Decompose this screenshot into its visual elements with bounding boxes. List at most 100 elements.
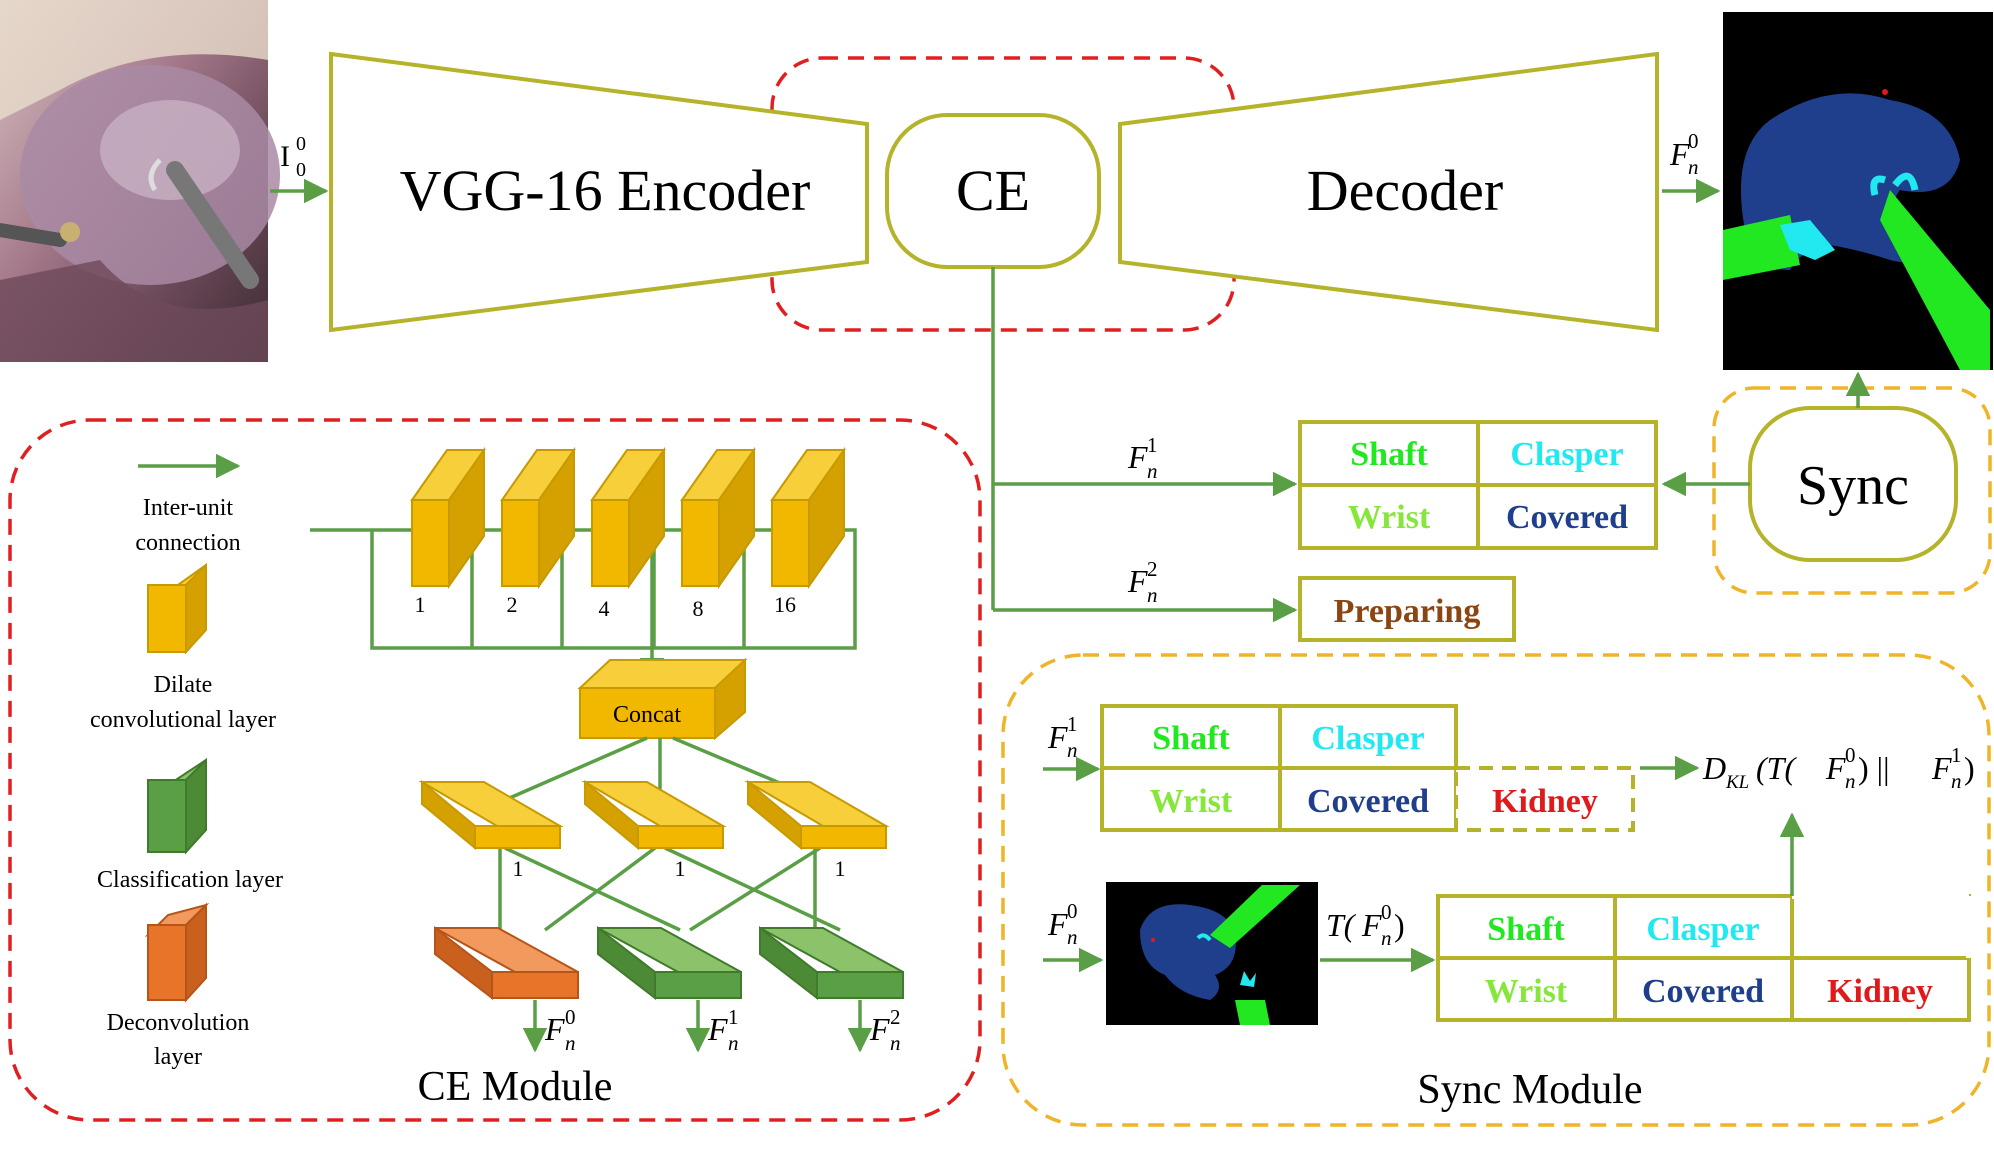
sync-segmentation-thumbnail (1106, 882, 1318, 1025)
svg-text:n: n (1147, 583, 1158, 607)
encoder-label: VGG-16 Encoder (400, 158, 811, 223)
dilate-layer-8 (680, 446, 756, 590)
svg-text:1: 1 (1147, 433, 1158, 457)
branch-rate-3: 1 (835, 856, 846, 881)
svg-text:Classification layer: Classification layer (97, 867, 283, 893)
svg-text:2: 2 (890, 1005, 901, 1029)
transformed-class-table: Shaft Clasper Wrist Covered Kidney (1436, 893, 1972, 1022)
svg-text:n: n (1067, 738, 1078, 762)
sync-module-title: Sync Module (1417, 1067, 1642, 1113)
encoder-block: VGG-16 Encoder (329, 51, 869, 333)
svg-text:F: F (1361, 907, 1382, 943)
ce-block: CE (885, 113, 1101, 269)
svg-text:) ||: ) || (1858, 750, 1889, 786)
concat-label: Concat (613, 702, 681, 728)
svg-text:Covered: Covered (1307, 783, 1429, 820)
svg-text:Clasper: Clasper (1646, 911, 1759, 948)
svg-text:Dilate: Dilate (154, 672, 213, 698)
legend-classification-cube-icon (147, 757, 207, 855)
branch-rate-1: 1 (513, 856, 524, 881)
classification-layer-2 (759, 925, 904, 1001)
input-image (0, 0, 280, 362)
svg-text:n: n (1951, 769, 1962, 793)
f1-class-table: Shaft Clasper Wrist Covered (1298, 420, 1658, 550)
svg-text:F: F (1669, 136, 1690, 172)
transform-label: T( F 0 n ) (1326, 900, 1405, 950)
svg-text:Deconvolution: Deconvolution (107, 1010, 250, 1036)
ce-branch-lines (991, 267, 1298, 623)
svg-text:Inter-unit: Inter-unit (143, 495, 233, 521)
legend-deconvolution-cube-icon (144, 902, 210, 1003)
svg-text:): ) (1394, 907, 1405, 943)
svg-text:): ) (1964, 750, 1975, 786)
svg-text:Wrist: Wrist (1485, 973, 1568, 1010)
svg-text:0: 0 (1067, 899, 1078, 923)
svg-text:(T(: (T( (1756, 750, 1797, 786)
class-shaft: Shaft (1350, 436, 1428, 473)
class-preparing: Preparing (1334, 593, 1481, 630)
branch-dilate-3 (744, 779, 890, 851)
svg-text:convolutional layer: convolutional layer (90, 707, 276, 733)
dilated-conv-stack: 1 2 4 8 16 (310, 446, 857, 683)
svg-text:n: n (890, 1031, 901, 1055)
sync-label: Sync (1797, 455, 1909, 517)
svg-text:D: D (1702, 750, 1726, 786)
svg-text:0: 0 (565, 1005, 576, 1029)
svg-text:1: 1 (1951, 743, 1962, 767)
svg-text:n: n (728, 1031, 739, 1055)
ce-legend: Inter-unit connection Dilate convolution… (90, 453, 283, 1070)
svg-text:0: 0 (1845, 743, 1856, 767)
dilate-layer-1 (410, 446, 486, 590)
svg-text:F: F (1047, 906, 1068, 942)
svg-text:T(: T( (1326, 907, 1357, 943)
svg-text:I: I (280, 140, 290, 173)
classification-layer-1 (597, 925, 742, 1001)
ce-output-f2-label: F 2 n (869, 1005, 901, 1055)
class-wrist: Wrist (1348, 499, 1431, 536)
ce-output-f0-label: F 0 n (544, 1005, 576, 1055)
svg-text:F: F (1127, 563, 1148, 599)
output-layers: F 0 n F 1 n F 2 n (434, 925, 904, 1055)
svg-text:n: n (1067, 925, 1078, 949)
svg-text:n: n (565, 1031, 576, 1055)
svg-text:1: 1 (728, 1005, 739, 1029)
ce-module-title: CE Module (418, 1064, 613, 1110)
dilation-rate-16: 16 (774, 592, 796, 617)
svg-text:Shaft: Shaft (1152, 720, 1230, 757)
svg-text:0: 0 (296, 159, 306, 181)
svg-text:2: 2 (1147, 557, 1158, 581)
svg-text:0: 0 (1688, 129, 1699, 153)
f1-label-branch: F 1 n (1127, 433, 1158, 483)
svg-text:n: n (1688, 155, 1699, 179)
svg-text:F: F (1931, 750, 1952, 786)
ce-module-border (8, 418, 982, 1122)
dilation-rate-1: 1 (415, 592, 426, 617)
branch-rate-2: 1 (675, 856, 686, 881)
dilate-layer-4 (590, 446, 666, 590)
svg-text:0: 0 (1381, 900, 1392, 924)
svg-text:connection: connection (135, 530, 240, 556)
sync-block: Sync (1748, 406, 1958, 562)
svg-text:Clasper: Clasper (1311, 720, 1424, 757)
svg-text:layer: layer (154, 1044, 202, 1070)
decoder-block: Decoder (1118, 51, 1659, 333)
svg-text:n: n (1147, 459, 1158, 483)
sync-f1-class-table: Shaft Clasper Wrist Covered Kidney (1100, 704, 1635, 832)
svg-text:KL: KL (1725, 772, 1749, 793)
decoder-label: Decoder (1307, 158, 1503, 223)
output-segmentation-image (1723, 12, 1993, 370)
svg-text:Shaft: Shaft (1487, 911, 1565, 948)
svg-text:0: 0 (296, 133, 306, 155)
dilate-layer-2 (500, 446, 576, 590)
preparing-box: Preparing (1298, 576, 1516, 642)
svg-text:Kidney: Kidney (1827, 973, 1933, 1010)
svg-text:F: F (1825, 750, 1846, 786)
input-label: I 0 0 (280, 133, 306, 181)
svg-text:F: F (707, 1011, 728, 1047)
svg-text:F: F (1127, 439, 1148, 475)
svg-text:Covered: Covered (1642, 973, 1764, 1010)
branch-dilate-layers: 1 1 1 (418, 779, 890, 881)
svg-text:1: 1 (1067, 712, 1078, 736)
concat-block: Concat (577, 657, 748, 741)
svg-text:Wrist: Wrist (1150, 783, 1233, 820)
